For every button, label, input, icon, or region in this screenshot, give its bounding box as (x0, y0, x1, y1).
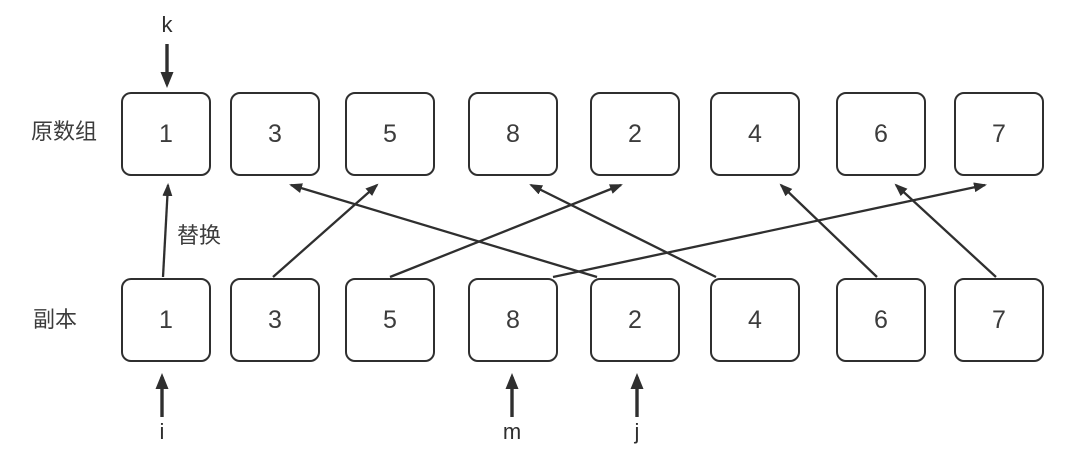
row-label-original-array: 原数组 (31, 119, 98, 144)
merge-arrow-copy7-to-original6 (894, 183, 997, 278)
pointer-label-i: i (159, 419, 165, 444)
cell-original-5: 4 (710, 92, 800, 176)
cell-copy-6: 6 (836, 278, 926, 362)
pointer-label-j: j (634, 419, 640, 444)
cell-copy-1: 3 (230, 278, 320, 362)
merge-arrow-copy5-to-original3 (529, 183, 717, 279)
merge-arrow-copy4-to-original1 (289, 183, 598, 279)
cell-copy-0: 1 (121, 278, 211, 362)
cell-original-7: 7 (954, 92, 1044, 176)
cell-original-3: 8 (468, 92, 558, 176)
merge-arrow-copy3-to-original7 (552, 182, 987, 279)
cell-original-0: 1 (121, 92, 211, 176)
cell-original-6: 6 (836, 92, 926, 176)
pointer-label-k: k (161, 12, 173, 37)
cell-copy-5: 4 (710, 278, 800, 362)
pointer-label-m: m (502, 419, 522, 444)
cell-original-4: 2 (590, 92, 680, 176)
merge-arrow-copy6-to-original5 (779, 183, 878, 278)
swap-label: 替换 (177, 223, 222, 248)
cell-copy-3: 8 (468, 278, 558, 362)
merge-arrow-copy2-to-original4 (389, 183, 623, 279)
merge-arrow-copy1-to-original2 (272, 183, 379, 278)
cell-original-2: 5 (345, 92, 435, 176)
cell-copy-7: 7 (954, 278, 1044, 362)
cell-copy-4: 2 (590, 278, 680, 362)
row-label-copy-array: 副本 (33, 307, 78, 332)
cell-copy-2: 5 (345, 278, 435, 362)
cell-original-1: 3 (230, 92, 320, 176)
merge-arrow-copy0-to-original0 (161, 183, 173, 278)
